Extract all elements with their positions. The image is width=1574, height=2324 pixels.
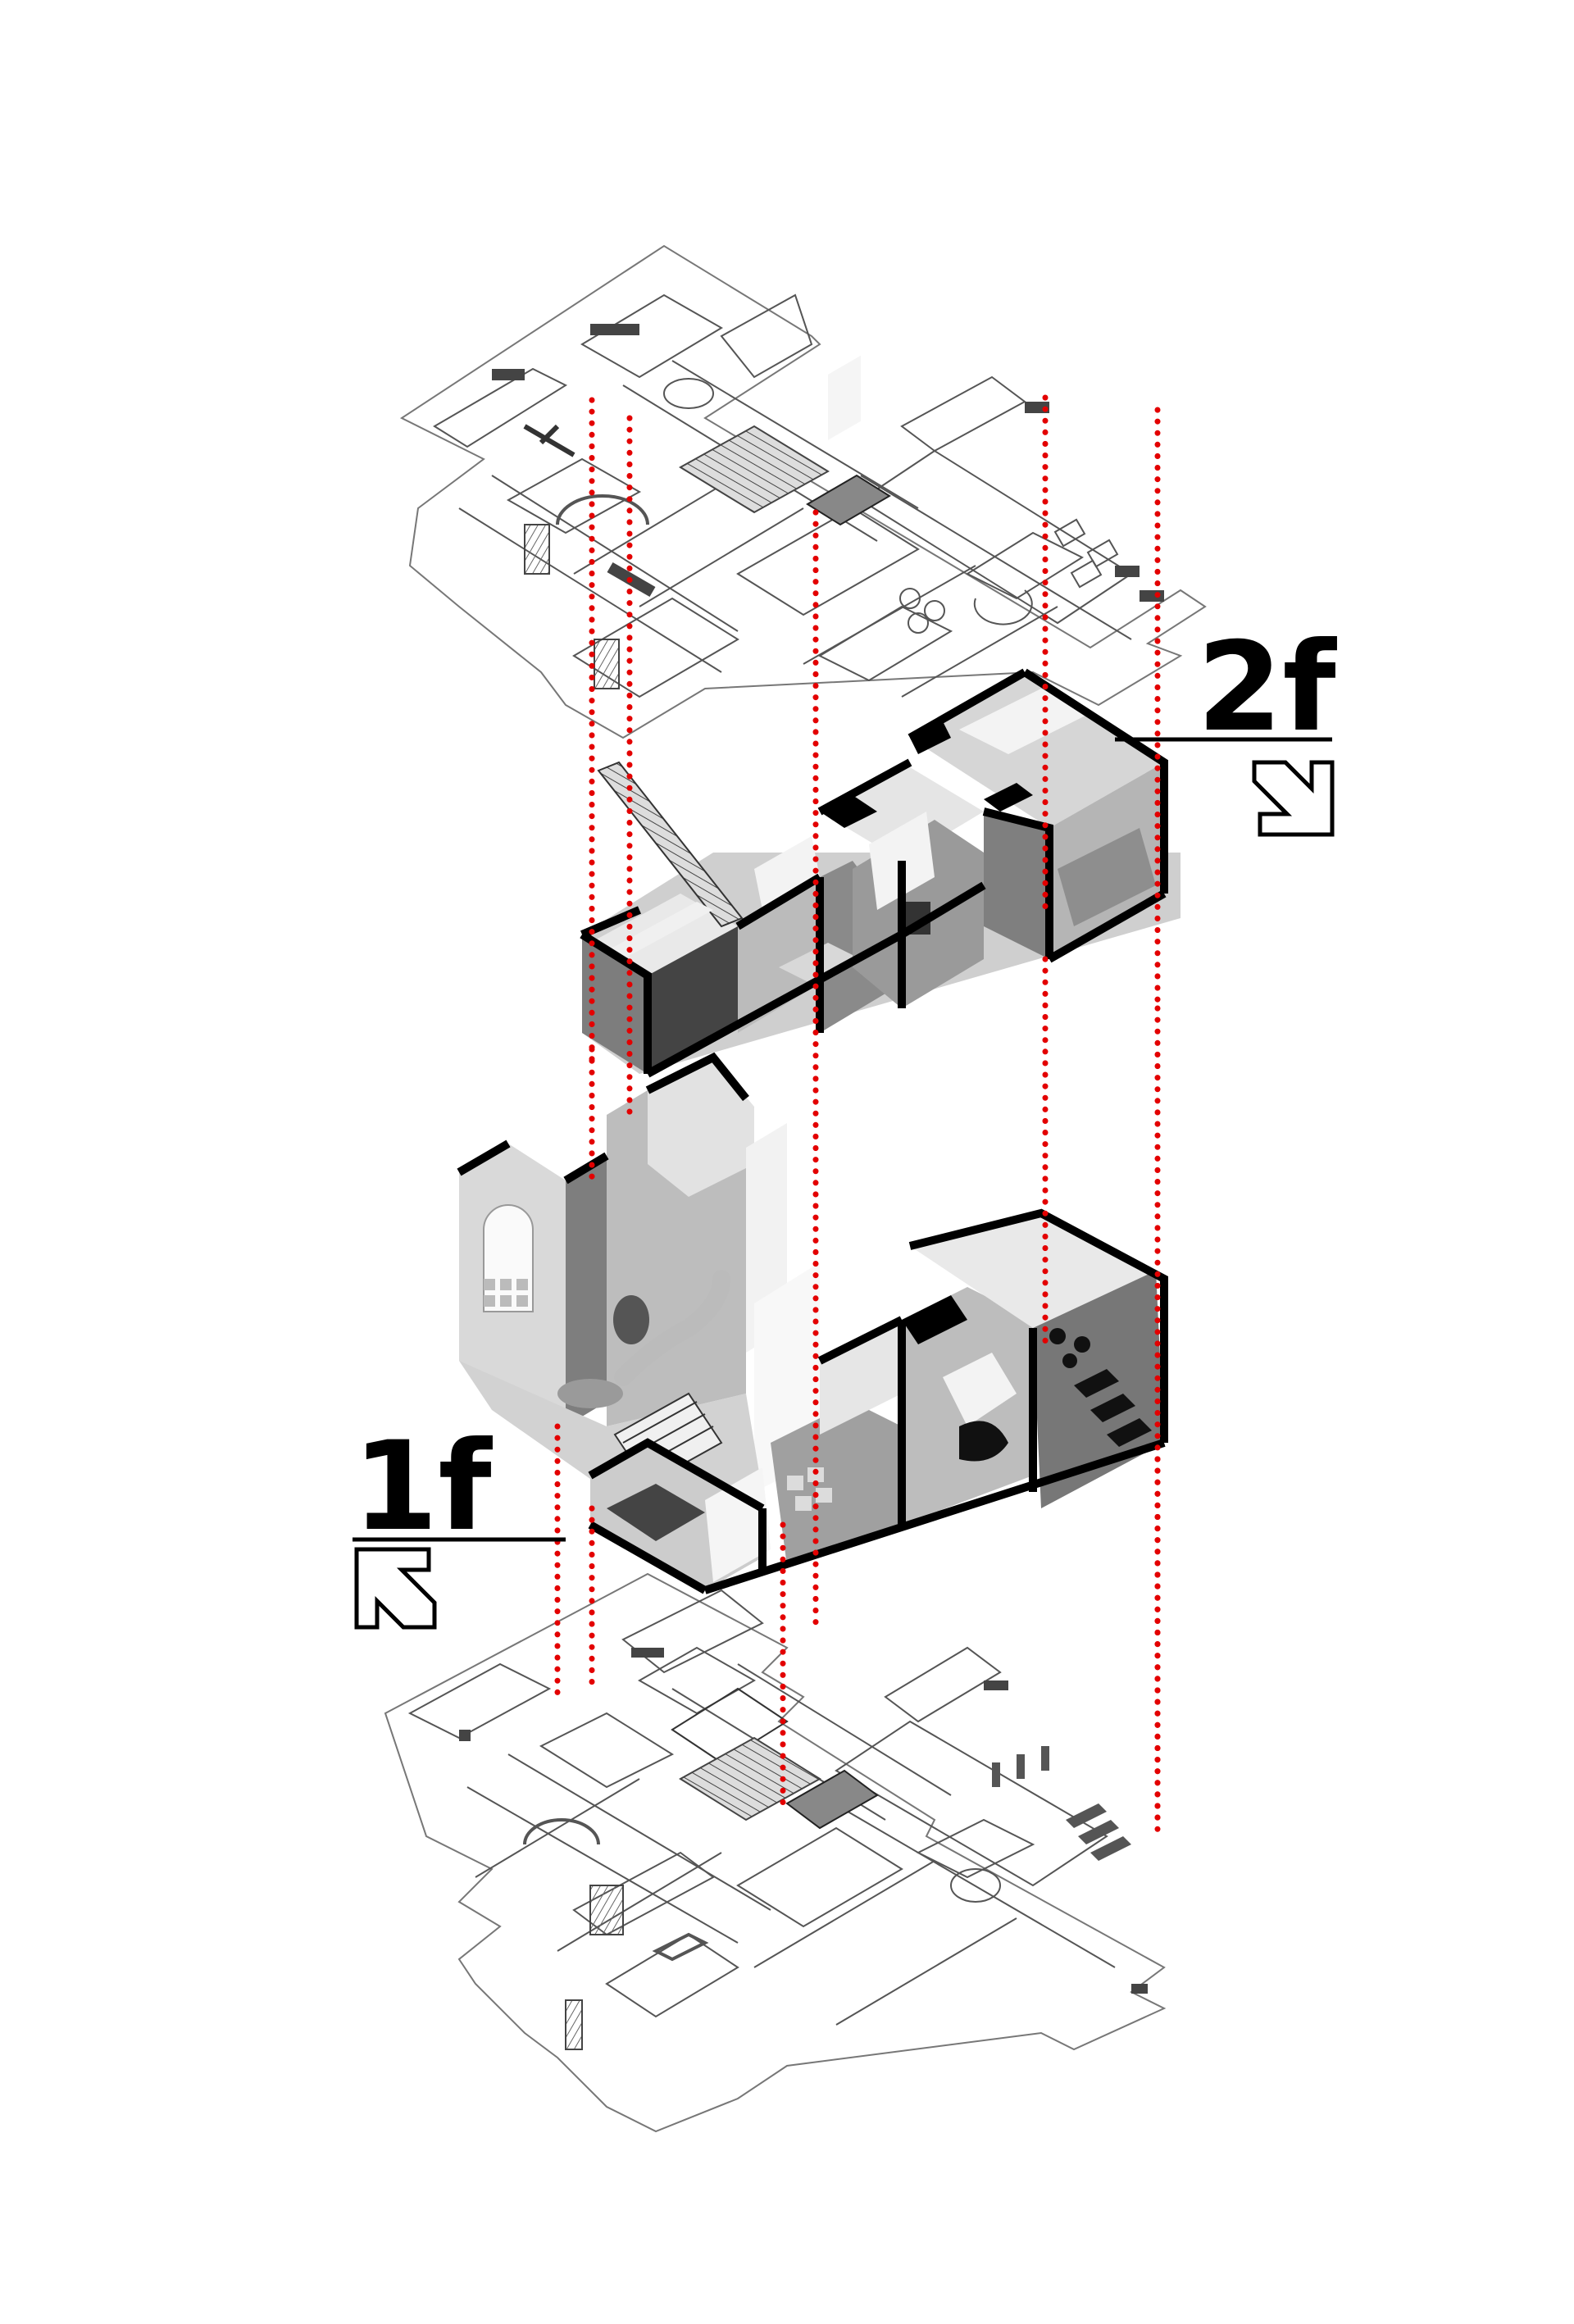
upper-floor-label-group: 2f xyxy=(1115,616,1337,837)
alignment-guide-lines xyxy=(554,394,1161,1840)
lower-floor-plan xyxy=(384,1572,1167,2133)
upper-floor-plan xyxy=(399,244,1207,739)
arrow-up-left-icon xyxy=(354,1547,437,1630)
upper-floor-label: 2f xyxy=(1197,616,1337,759)
lower-floor-label: 1f xyxy=(353,1416,493,1558)
arrow-down-right-icon xyxy=(1252,760,1335,837)
lower-floor-label-group: 1f xyxy=(353,1416,566,1630)
upper-floor-model xyxy=(580,355,1180,1078)
lower-floor-model xyxy=(457,1052,1168,1594)
